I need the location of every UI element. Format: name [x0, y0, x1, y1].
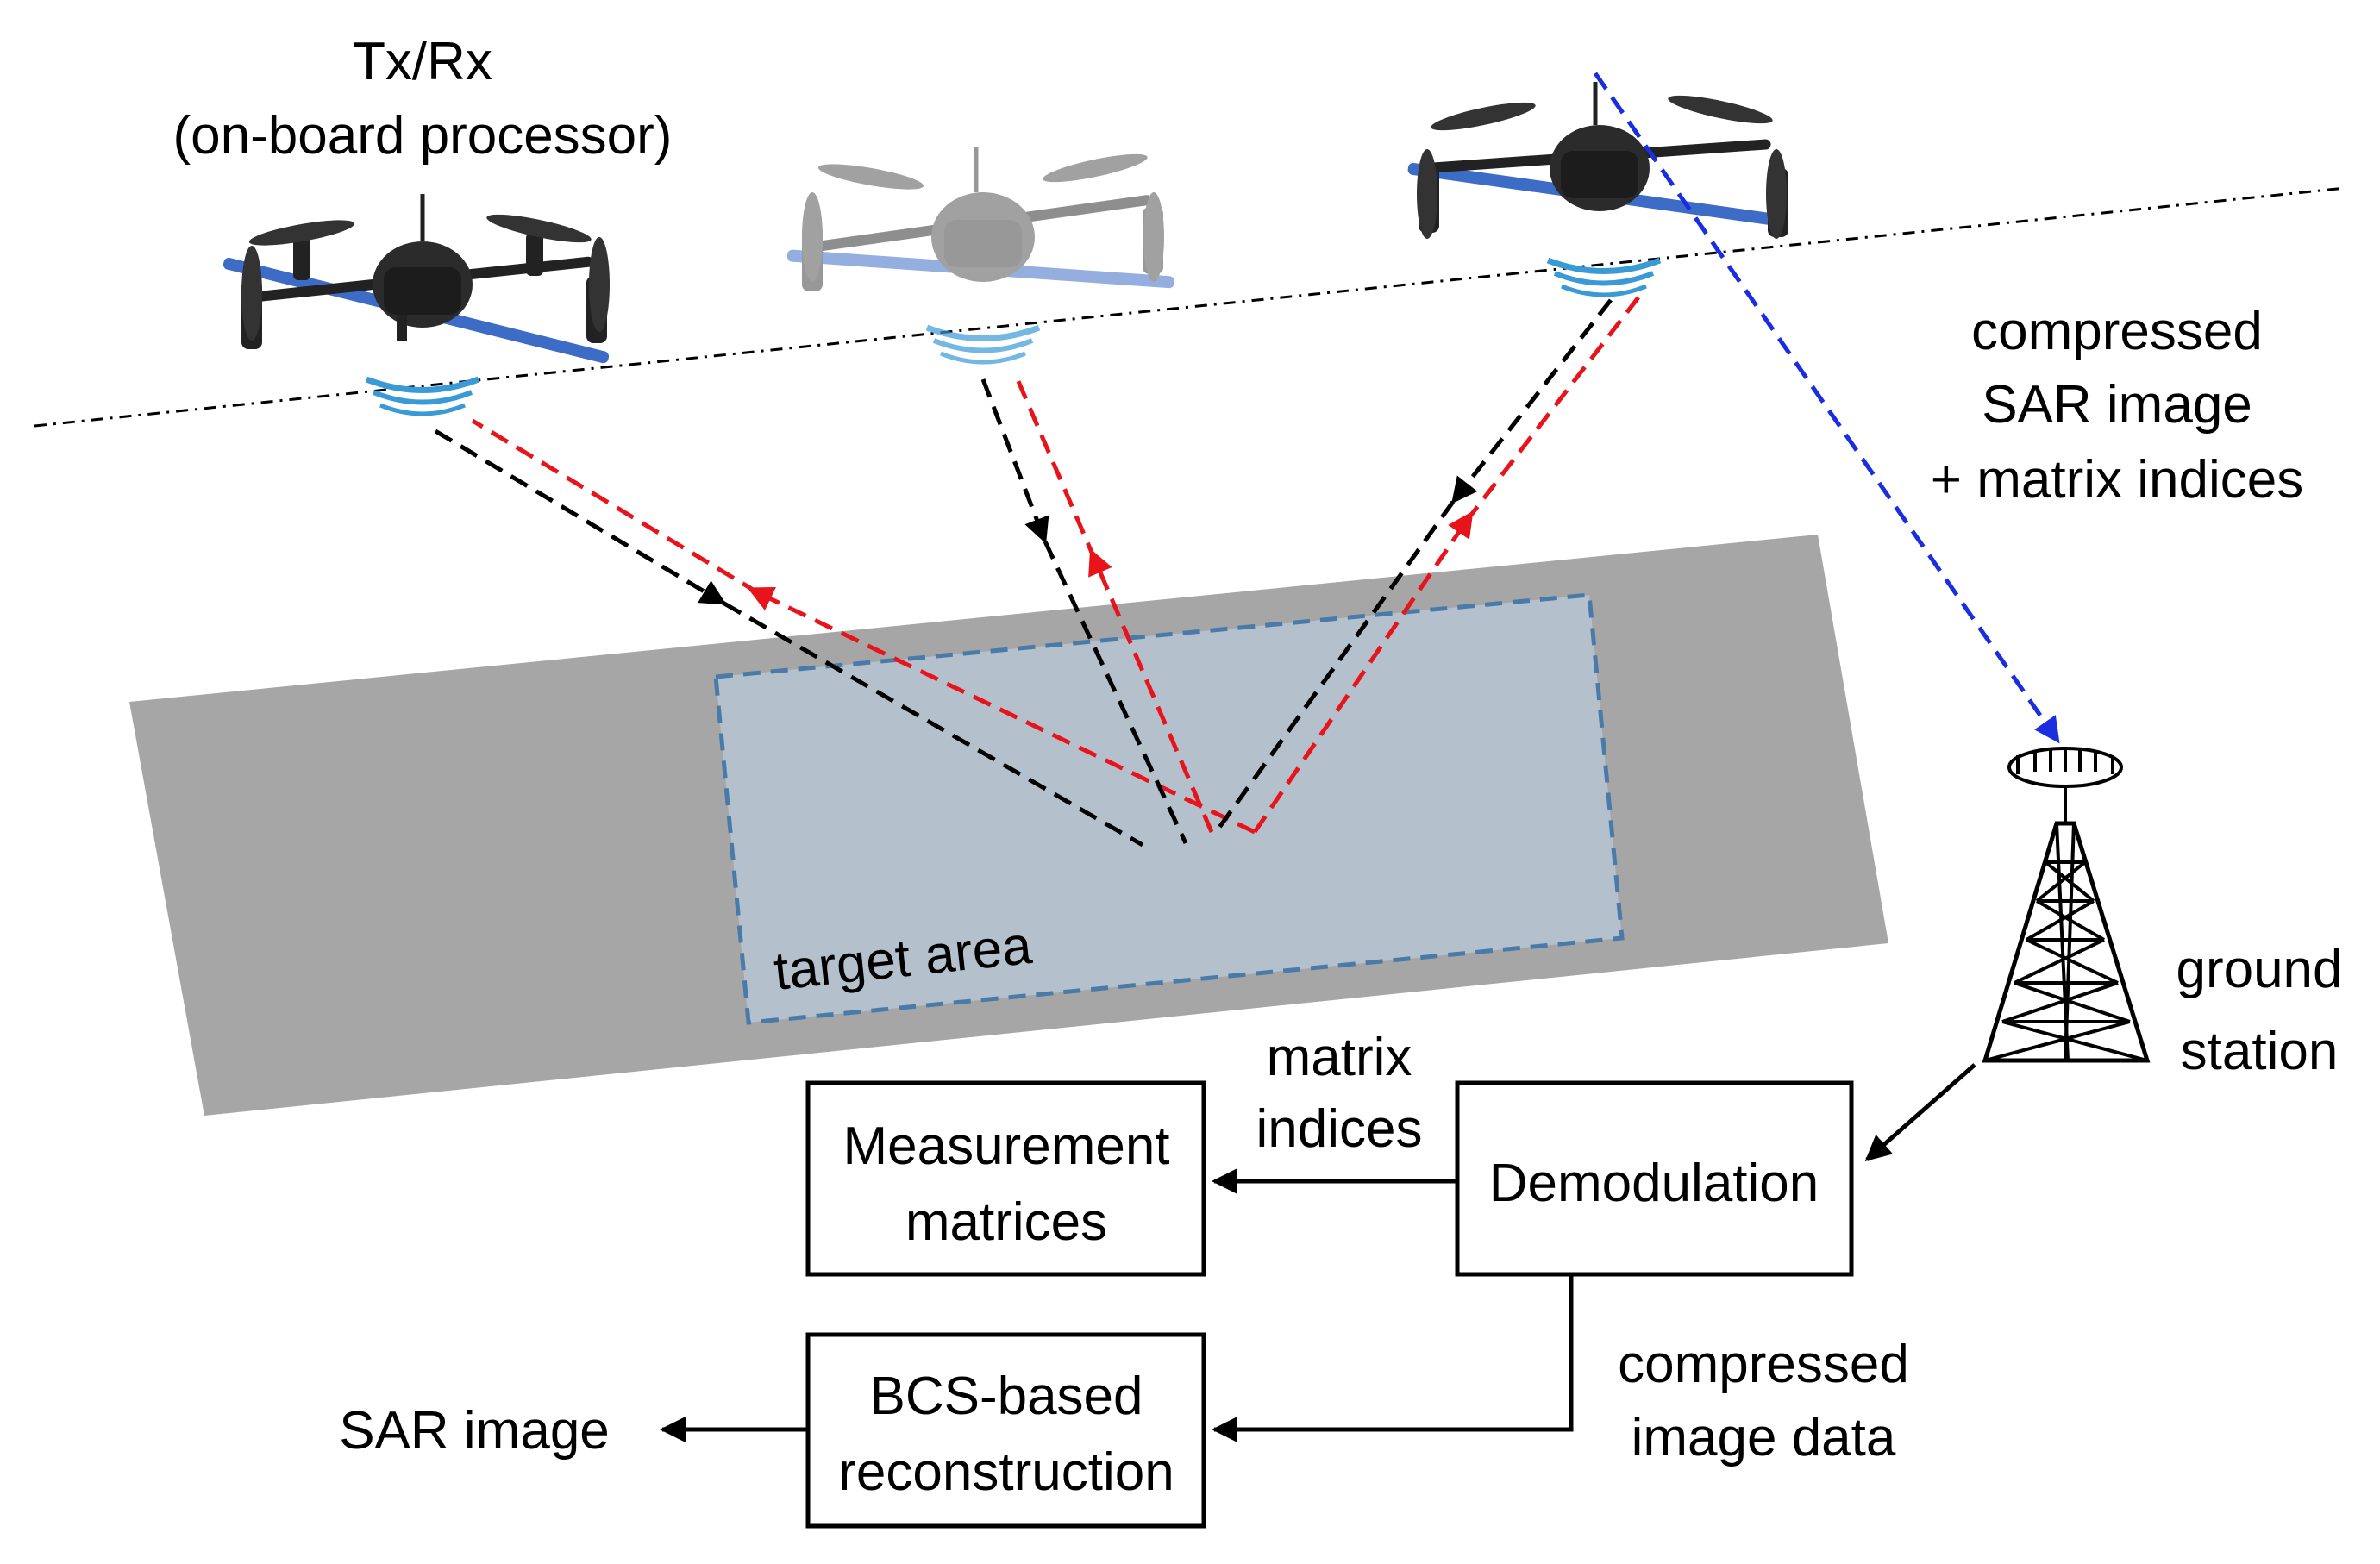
- matrix-indices-label-line1: matrix: [1267, 1028, 1412, 1087]
- compressed-sar-label-line2: SAR image: [1982, 375, 2252, 435]
- txrx-label-line1: Tx/Rx: [353, 32, 492, 91]
- tx-ray: [723, 601, 1144, 848]
- tx-ray: [1043, 540, 1188, 845]
- ground-station-label-line2: station: [2181, 1022, 2339, 1081]
- ground-station-label-line1: ground: [2176, 940, 2342, 999]
- bcs-reconstruction-label-line1: BCS-based: [869, 1367, 1143, 1426]
- signal-wave-icon: [1546, 257, 1662, 297]
- signal-wave-icon: [365, 376, 480, 416]
- measurement-matrices-box: [805, 1080, 1206, 1277]
- compressed-image-data-label-line1: compressed: [1618, 1335, 1909, 1394]
- compressed-image-data-label-line2: image data: [1632, 1408, 1896, 1467]
- measurement-matrices-label-line1: Measurement: [842, 1117, 1169, 1176]
- rx-ray: [471, 418, 761, 596]
- measurement-matrices-label-line2: matrices: [905, 1192, 1107, 1252]
- rx-ray: [1464, 296, 1640, 523]
- rx-ray: [1088, 548, 1214, 833]
- compressed-sar-label-line3: + matrix indices: [1931, 450, 2303, 510]
- downlink-ray: [1593, 72, 2060, 744]
- drone-icon: [1407, 82, 1788, 239]
- demodulation-label: Demodulation: [1489, 1154, 1819, 1213]
- drone-icon: [786, 147, 1174, 291]
- bcs-reconstruction-box: [805, 1332, 1206, 1529]
- rx-ray: [1252, 510, 1474, 834]
- tx-ray: [434, 429, 727, 606]
- flight-path-line: [34, 186, 2346, 428]
- compressed-sar-label-line1: compressed: [1971, 302, 2263, 361]
- radar-rays: [434, 296, 1640, 848]
- antenna-tower-icon: [1982, 747, 2151, 1063]
- bcs-reconstruction-label-line2: reconstruction: [838, 1442, 1174, 1502]
- rx-ray: [1015, 378, 1098, 561]
- demod-to-bcs-arrow: [1212, 1274, 1574, 1442]
- tower-to-demod-arrow: [1864, 1063, 1976, 1161]
- drone-icon: [222, 194, 610, 364]
- tx-ray: [980, 378, 1049, 544]
- tx-ray: [1451, 298, 1613, 504]
- signal-wave-icon: [925, 324, 1041, 365]
- tx-ray: [1212, 500, 1456, 836]
- rx-ray: [747, 586, 1256, 835]
- txrx-label-line2: (on-board processor): [173, 106, 673, 166]
- demodulation-box: [1455, 1080, 1854, 1277]
- sar-image-output-label: SAR image: [339, 1401, 610, 1461]
- matrix-indices-label-line2: indices: [1256, 1099, 1423, 1159]
